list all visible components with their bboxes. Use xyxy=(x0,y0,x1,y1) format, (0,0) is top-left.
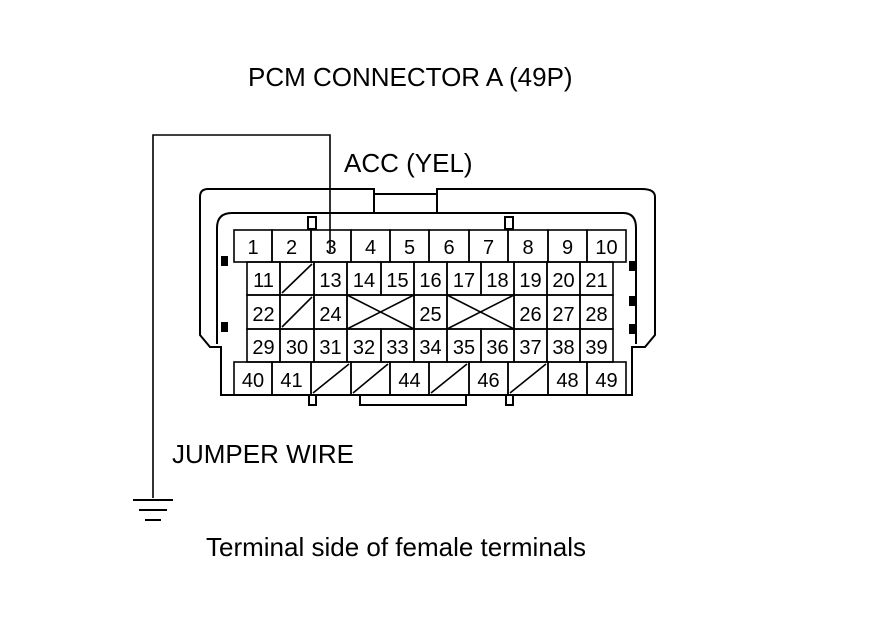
jumper-wire xyxy=(152,134,331,498)
terminal-number: 36 xyxy=(486,337,508,359)
terminal-number: 14 xyxy=(353,270,375,292)
wire-color-label: ACC (YEL) xyxy=(344,148,473,178)
terminal-number: 5 xyxy=(404,237,415,259)
jumper-wire-label: JUMPER WIRE xyxy=(172,439,354,469)
terminal-number: 4 xyxy=(365,237,376,259)
terminal-number: 33 xyxy=(386,337,408,359)
terminal-number: 24 xyxy=(319,304,341,326)
terminal-number: 26 xyxy=(519,304,541,326)
unused-cavity-mark xyxy=(281,296,313,328)
terminal-number: 3 xyxy=(325,237,336,259)
unused-cavity-mark xyxy=(281,263,313,294)
unused-cavity-mark xyxy=(346,294,415,330)
terminal-number: 49 xyxy=(595,370,617,392)
terminal-number: 20 xyxy=(552,270,574,292)
terminal-number: 8 xyxy=(522,237,533,259)
terminal-cell xyxy=(586,361,627,396)
terminal-number: 17 xyxy=(453,270,475,292)
terminal-number: 44 xyxy=(398,370,420,392)
terminal-number: 27 xyxy=(552,304,574,326)
terminal-number: 32 xyxy=(353,337,375,359)
terminal-number: 9 xyxy=(562,237,573,259)
terminal-number: 19 xyxy=(519,270,541,292)
unused-cavity-mark xyxy=(352,363,389,394)
terminal-number: 37 xyxy=(519,337,541,359)
terminal-number: 2 xyxy=(286,237,297,259)
terminal-number: 31 xyxy=(319,337,341,359)
unused-cavity-mark xyxy=(446,294,515,330)
terminal-number: 35 xyxy=(453,337,475,359)
terminal-number: 15 xyxy=(386,270,408,292)
terminal-number: 30 xyxy=(286,337,308,359)
terminal-number: 28 xyxy=(585,304,607,326)
unused-cavity-mark xyxy=(312,363,350,394)
terminal-number: 48 xyxy=(556,370,578,392)
terminal-number: 18 xyxy=(486,270,508,292)
connector-housing xyxy=(199,188,656,406)
view-caption: Terminal side of female terminals xyxy=(206,532,587,562)
terminal-number: 7 xyxy=(483,237,494,259)
terminal-number: 21 xyxy=(585,270,607,292)
terminal-number: 40 xyxy=(242,370,264,392)
connector-title: PCM CONNECTOR A (49P) xyxy=(248,62,573,92)
terminal-number: 13 xyxy=(319,270,341,292)
terminal-number: 29 xyxy=(252,337,274,359)
unused-cavity-mark xyxy=(509,363,547,394)
terminal-number: 39 xyxy=(585,337,607,359)
terminal-number: 6 xyxy=(443,237,454,259)
terminal-number: 25 xyxy=(419,304,441,326)
terminal-number: 16 xyxy=(419,270,441,292)
ground-icon xyxy=(133,499,173,521)
terminal-number: 22 xyxy=(252,304,274,326)
unused-cavity-mark xyxy=(430,363,468,394)
terminal-number: 1 xyxy=(247,237,258,259)
terminal-number: 41 xyxy=(280,370,302,392)
terminal-number: 11 xyxy=(253,270,274,292)
terminal-number: 46 xyxy=(477,370,499,392)
terminal-number: 38 xyxy=(552,337,574,359)
terminal-number: 10 xyxy=(595,237,617,259)
terminal-number: 34 xyxy=(419,337,441,359)
